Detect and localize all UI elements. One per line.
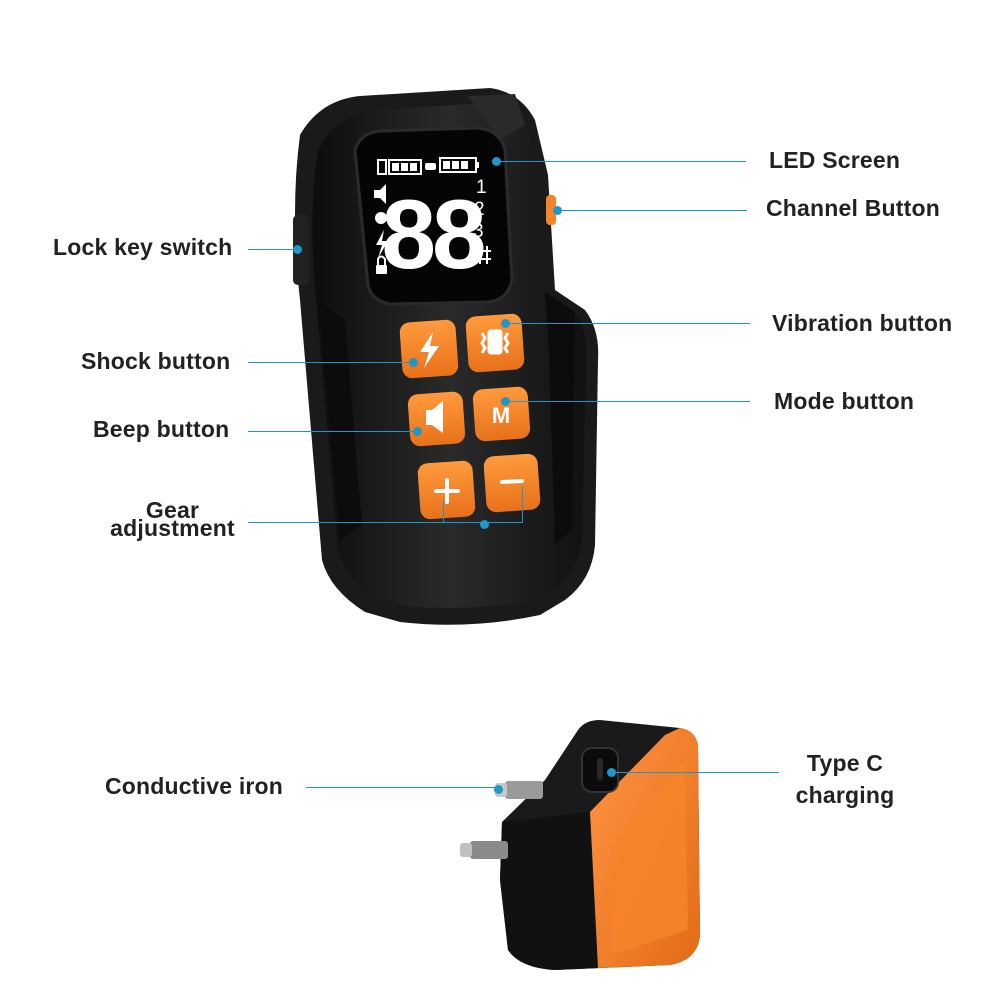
callout-dot-led (492, 157, 501, 166)
label-gear-adjustment: Gear adjustment (104, 497, 241, 542)
screen-level-1: 1 (476, 177, 487, 198)
beep-button[interactable] (407, 391, 466, 447)
mode-button[interactable]: M (472, 386, 531, 442)
callout-dot-channel (553, 206, 562, 215)
label-type-c-charging: Type C charging (786, 750, 904, 809)
battery-icon (377, 157, 479, 175)
label-channel-button: Channel Button (766, 195, 940, 221)
screen-digits: 88 (381, 179, 484, 289)
callout-line-vibration (505, 323, 750, 324)
callout-line-mode (505, 401, 750, 402)
shock-icon (420, 332, 439, 368)
label-typec-line1: Type C (806, 750, 884, 776)
label-shock-button: Shock button (81, 348, 231, 374)
callout-line-gear (248, 522, 523, 523)
screen-level-3: 3 (473, 221, 484, 242)
label-gear-line2: adjustment (110, 515, 235, 542)
beep-icon (426, 401, 443, 433)
screen-level-2: 2 (474, 199, 485, 220)
callout-dot-typec (607, 768, 616, 777)
label-conductive-iron: Conductive iron (105, 773, 284, 799)
channel-button[interactable] (546, 195, 556, 225)
callout-dot-beep (413, 427, 422, 436)
collar-receiver (460, 720, 700, 970)
grid-icon (476, 246, 491, 264)
callout-line-channel (557, 210, 747, 211)
callout-dot-shock (409, 358, 418, 367)
label-mode-button: Mode button (774, 388, 915, 414)
callout-dot-vibration (501, 319, 510, 328)
vibration-icon (480, 329, 510, 355)
callout-dot-mode (501, 397, 510, 406)
callout-dot-iron (494, 785, 503, 794)
label-gear-line1: Gear (145, 497, 200, 523)
label-led-screen: LED Screen (769, 147, 901, 173)
mode-icon: M (492, 403, 510, 428)
plus-button[interactable] (417, 460, 476, 520)
callout-line-beep (248, 431, 418, 432)
led-screen: 88 1 2 3 (353, 126, 514, 306)
vibration-button[interactable] (465, 313, 525, 373)
callout-dot-lock (293, 245, 302, 254)
callout-line-led (496, 161, 746, 162)
callout-line-lock (248, 249, 298, 250)
minus-icon (500, 479, 524, 484)
screen-status-icons (374, 184, 388, 274)
label-typec-line2: charging (795, 782, 895, 809)
callout-line-typec (612, 772, 779, 773)
callout-line-shock (248, 362, 414, 363)
plus-icon (434, 478, 460, 504)
label-vibration-button: Vibration button (772, 310, 953, 336)
label-beep-button: Beep button (93, 416, 230, 442)
callout-line-iron (306, 787, 498, 788)
minus-button[interactable] (483, 453, 541, 513)
conductive-iron-pins (460, 781, 543, 859)
shock-button[interactable] (399, 319, 459, 379)
label-lock-key-switch: Lock key switch (53, 234, 233, 260)
callout-dot-gear (480, 520, 489, 529)
callout-vline-plus (443, 500, 444, 522)
callout-vline-minus (522, 486, 523, 522)
